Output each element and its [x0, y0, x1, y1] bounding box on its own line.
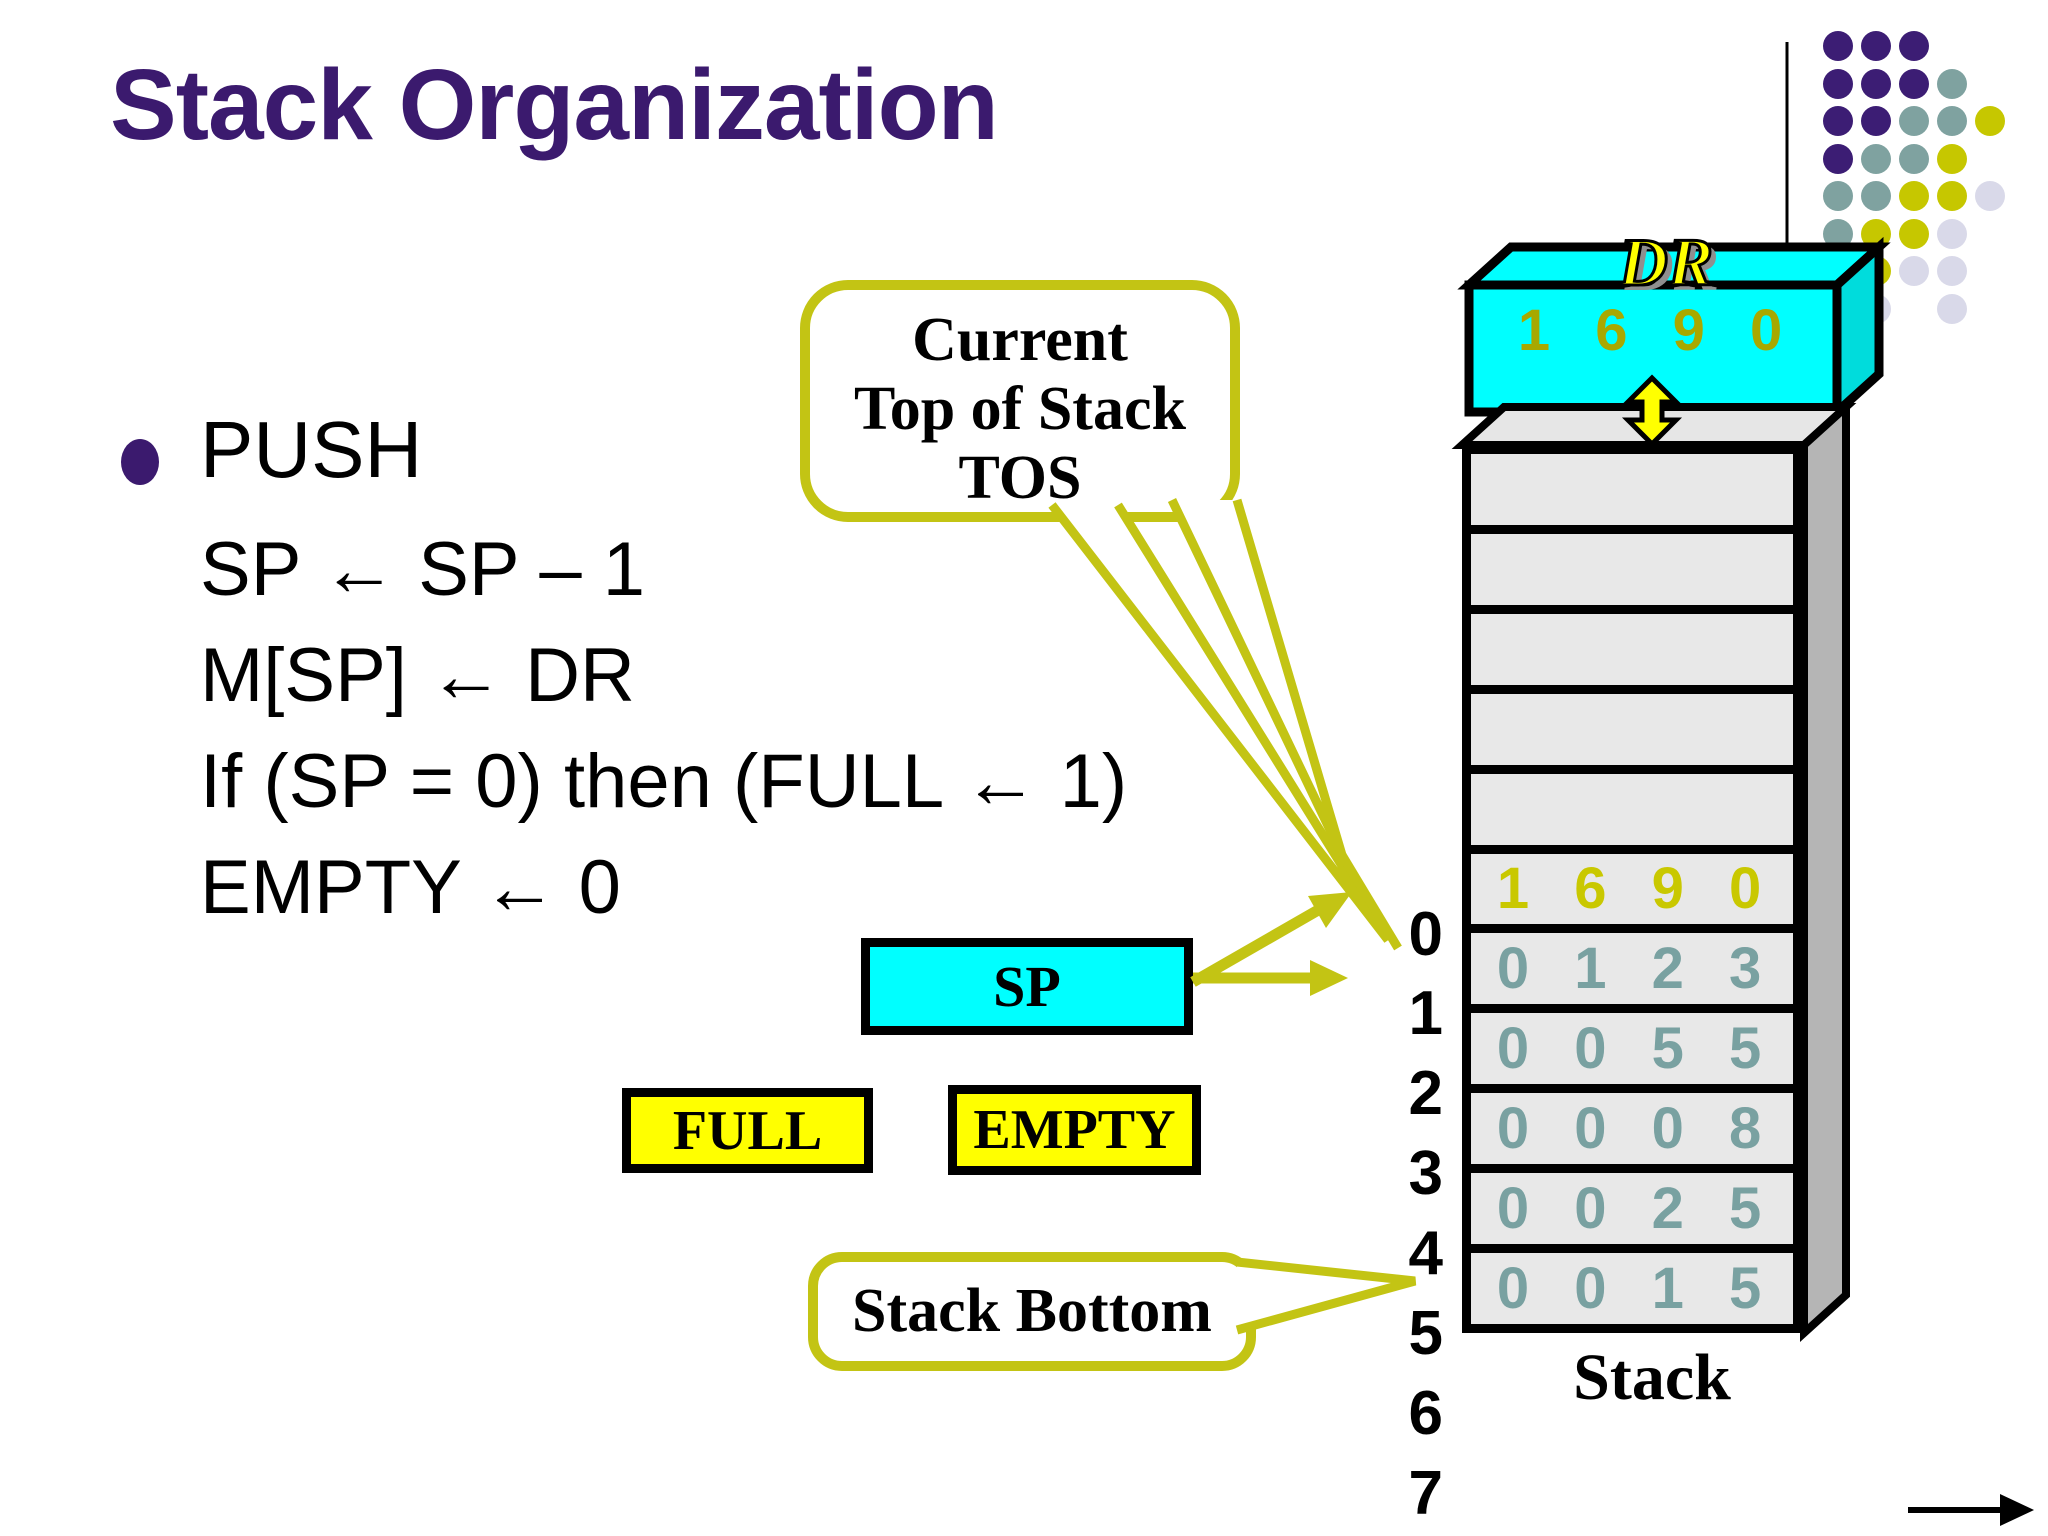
stack-row-address: 7	[1408, 1459, 1443, 1528]
callout-line: TOS	[958, 444, 1082, 512]
decor-dot	[1899, 256, 1929, 286]
stack-row-address: 0	[1408, 900, 1443, 969]
code-line: SP ← SP – 1	[200, 527, 646, 612]
decor-dot	[1937, 256, 1967, 286]
decor-dot	[1823, 181, 1853, 211]
decor-dot	[1861, 256, 1891, 286]
dr-register-label: DR	[1617, 224, 1714, 300]
full-flag-box: FULL	[622, 1088, 873, 1173]
stack-address-labels: 012345678910	[1293, 445, 1443, 1525]
decor-dot	[1937, 181, 1967, 211]
decor-dot	[1823, 106, 1853, 136]
decor-dot	[1899, 181, 1929, 211]
stack-row: 0 0 1 5	[1471, 1253, 1793, 1324]
stack-row-value: 0 1 2 3	[1496, 936, 1768, 1002]
decor-dot	[1823, 256, 1853, 286]
stack-row: 0 0 2 5	[1471, 1173, 1793, 1254]
bullet-icon	[121, 439, 159, 485]
stack-row	[1471, 774, 1793, 854]
bullet-label: PUSH	[200, 405, 423, 494]
decor-dot	[1861, 294, 1891, 324]
empty-flag-box: EMPTY	[948, 1085, 1201, 1175]
stack-row-value: 1 6 9 0	[1496, 856, 1768, 922]
code-line: M[SP] ← DR	[200, 633, 635, 718]
decor-dot	[1899, 219, 1929, 249]
stack-caption: Stack	[1573, 1341, 1731, 1414]
decor-dot	[1861, 106, 1891, 136]
decor-dot	[1823, 144, 1853, 174]
decor-dot	[1975, 106, 2005, 136]
decor-dot	[1975, 181, 2005, 211]
stack-row-address: 3	[1408, 1139, 1443, 1208]
stack-row-value: 0 0 0 8	[1496, 1096, 1768, 1162]
callout-label: Stack Bottom	[852, 1277, 1212, 1345]
stack-row: 0 1 2 3	[1471, 933, 1793, 1014]
stack-row	[1471, 534, 1793, 614]
stack-row: 0 0 0 8	[1471, 1093, 1793, 1174]
stack-row-value: 0 0 2 5	[1496, 1176, 1768, 1242]
stack-row-value: 0 0 1 5	[1496, 1256, 1768, 1322]
stack-row-address: 5	[1408, 1299, 1443, 1368]
decor-dot	[1823, 31, 1853, 61]
sp-register-box: SP	[861, 938, 1193, 1035]
decor-dot	[1861, 31, 1891, 61]
decor-dot	[1861, 144, 1891, 174]
dr-register-value: 1 6 9 0	[1517, 298, 1789, 363]
stack-front-face: 1 6 9 0 0 1 2 3 0 0 5 5 0 0 0 8 0 0 2 5 0 0 1…	[1462, 445, 1802, 1333]
next-slide-arrow-icon	[1908, 1494, 2034, 1526]
stack-row	[1471, 614, 1793, 694]
decor-dot	[1899, 106, 1929, 136]
decor-dot	[1937, 144, 1967, 174]
decor-dot	[1937, 219, 1967, 249]
stack-row-address: 4	[1408, 1219, 1443, 1288]
decor-dot	[1937, 69, 1967, 99]
stack-row: 0 0 5 5	[1471, 1013, 1793, 1094]
stack-row	[1471, 454, 1793, 534]
decor-dot	[1861, 69, 1891, 99]
decor-dot	[1861, 181, 1891, 211]
decor-dot	[1937, 294, 1967, 324]
code-line: If (SP = 0) then (FULL ← 1)	[200, 739, 1128, 824]
stack-row-address: 1	[1408, 979, 1443, 1048]
stack-row-address: 2	[1408, 1059, 1443, 1128]
decor-dot	[1899, 144, 1929, 174]
decor-dot	[1899, 31, 1929, 61]
callout-stack-bottom: Stack Bottom	[808, 1252, 1256, 1371]
decor-dot	[1823, 219, 1853, 249]
empty-flag-label: EMPTY	[973, 1099, 1176, 1161]
decor-dot	[1823, 69, 1853, 99]
decor-dot	[1899, 69, 1929, 99]
page-title: Stack Organization	[110, 49, 999, 161]
code-line: EMPTY ← 0	[200, 845, 621, 930]
full-flag-label: FULL	[672, 1099, 823, 1162]
sp-register-label: SP	[993, 954, 1061, 1019]
stack-row	[1471, 694, 1793, 774]
decor-dot	[1861, 219, 1891, 249]
callout-top-of-stack: Current Top of Stack TOS	[800, 280, 1240, 522]
callout-line: Current	[912, 306, 1128, 374]
decor-dot	[1937, 106, 1967, 136]
dr-stack-double-arrow-icon	[1621, 374, 1683, 448]
stack-row-value: 0 0 5 5	[1496, 1016, 1768, 1082]
stack-row-address: 6	[1408, 1379, 1443, 1448]
stack-row: 1 6 9 0	[1471, 854, 1793, 934]
callout-line: Top of Stack	[854, 375, 1186, 443]
